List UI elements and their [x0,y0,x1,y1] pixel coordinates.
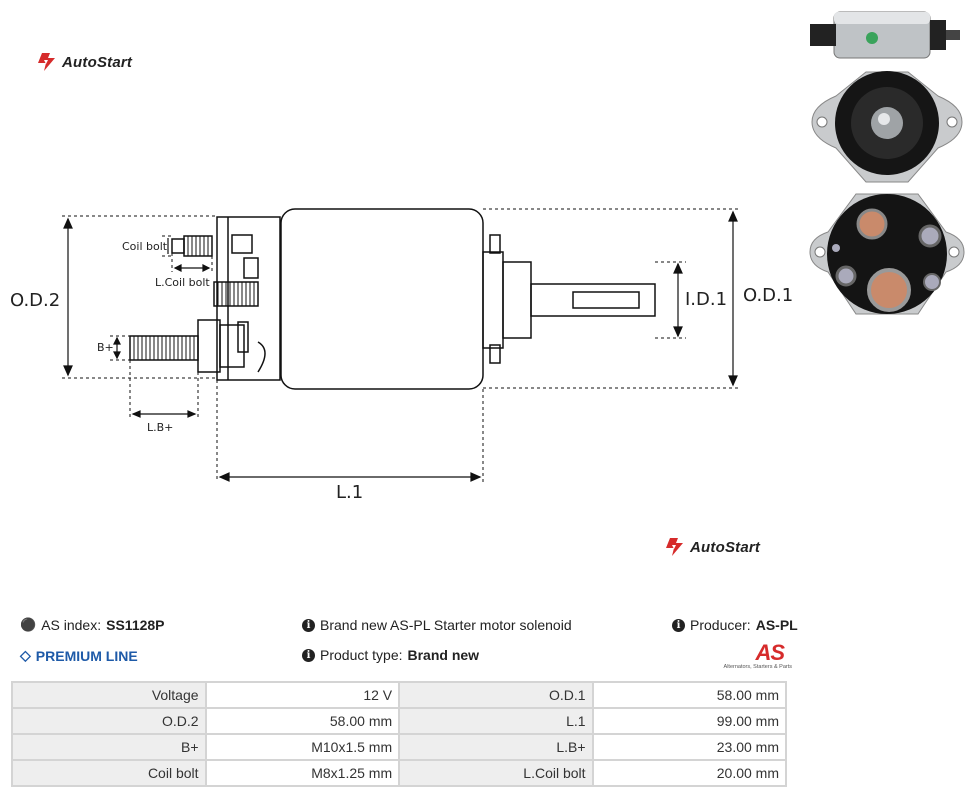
b-plus-label: B+ [97,341,114,354]
as-pl-logo-text: AS [755,640,785,665]
spec-value: M10x1.5 mm [204,733,401,761]
spec-label: Voltage [11,681,207,709]
autostart-logo-text: AutoStart [62,53,133,71]
spec-label: B+ [11,733,207,761]
solenoid-technical-drawing: Coil bolt L.Coil bolt B+ L.B+ O.D.2 O.D.… [10,208,793,503]
specifications-table: Voltage 12 V O.D.1 58.00 mm O.D.2 58.00 … [11,681,788,787]
spec-value: 20.00 mm [591,759,788,787]
diamond-icon: ◇ [20,647,31,663]
od2-label: O.D.2 [10,290,60,311]
premium-line-row[interactable]: ◇ PREMIUM LINE [20,647,138,664]
info-icon: i [672,618,685,632]
spec-value: 23.00 mm [591,733,788,761]
l-b-plus-label: L.B+ [147,421,173,434]
od1-label: O.D.1 [743,285,793,306]
product-photo-rear[interactable] [806,190,968,318]
product-type-row: i Product type: Brand new [302,647,479,663]
autostart-logo-top: AutoStart [36,52,132,72]
table-row: B+ M10x1.5 mm L.B+ 23.00 mm [11,733,788,761]
spec-label: L.B+ [398,733,594,761]
product-type-value: Brand new [407,647,480,663]
autostart-logo-icon [38,53,55,71]
description-row: i Brand new AS-PL Starter motor solenoid [302,617,572,633]
producer-label: Producer: [690,617,751,633]
spec-label: O.D.2 [11,707,207,735]
spec-value: 58.00 mm [204,707,401,735]
as-pl-logo: AS Alternators, Starters & Parts [712,640,792,672]
l-coil-bolt-label: L.Coil bolt [155,276,210,289]
info-icon: i [302,648,315,662]
as-index-row: ⚫ AS index: SS1128P [20,617,165,633]
spec-label: L.Coil bolt [398,759,594,787]
id1-label: I.D.1 [685,289,727,310]
spec-label: Coil bolt [11,759,207,787]
table-row: O.D.2 58.00 mm L.1 99.00 mm [11,707,788,735]
info-icon: i [302,618,315,632]
product-photo-side[interactable] [806,4,968,66]
spec-value: 58.00 mm [591,681,788,709]
premium-line-label[interactable]: PREMIUM LINE [35,647,138,664]
autostart-logo-bottom: AutoStart [664,537,760,557]
table-row: Voltage 12 V O.D.1 58.00 mm [11,681,788,709]
autostart-logo-icon [666,538,683,556]
spec-value: M8x1.25 mm [204,759,401,787]
as-index-label: AS index: [41,617,102,633]
table-row: Coil bolt M8x1.25 mm L.Coil bolt 20.00 m… [11,759,788,787]
producer-row: i Producer: AS-PL [672,617,798,633]
spec-value: 12 V [204,681,401,709]
spec-value: 99.00 mm [591,707,788,735]
product-photo-front[interactable] [806,66,968,190]
autostart-logo-text: AutoStart [690,538,761,556]
description-text: Brand new AS-PL Starter motor solenoid [320,617,572,633]
spec-label: O.D.1 [398,681,594,709]
tag-icon: ⚫ [20,617,37,632]
l1-label: L.1 [336,482,363,503]
producer-value: AS-PL [755,617,798,633]
coil-bolt-label: Coil bolt [122,240,168,253]
spec-label: L.1 [398,707,594,735]
as-pl-logo-tagline: Alternators, Starters & Parts [723,664,792,670]
product-type-label: Product type: [320,647,403,663]
as-index-value: SS1128P [106,617,165,633]
